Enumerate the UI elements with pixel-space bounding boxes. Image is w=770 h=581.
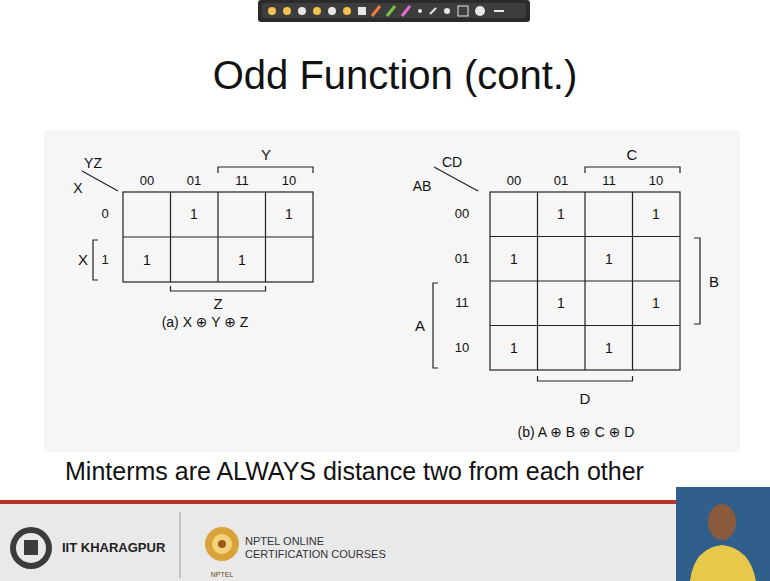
slide-caption: Minterms are ALWAYS distance two from ea… <box>65 457 644 486</box>
toolbar <box>313 7 321 15</box>
row-header: 1 <box>101 253 108 268</box>
column-header: 01 <box>554 174 568 189</box>
figure-panel <box>44 130 740 452</box>
iit-logo <box>24 540 38 555</box>
variable-bracket-label: Y <box>261 146 271 163</box>
logo-text: NPTEL <box>211 571 234 579</box>
variable-bracket-label: A <box>415 317 425 334</box>
toolbar <box>258 0 530 22</box>
slide-title: Odd Function (cont.) <box>213 52 578 98</box>
kmap-three-variable <box>123 236 313 237</box>
toolbar <box>458 6 468 16</box>
map-caption: (a) X ⊕ Y ⊕ Z <box>162 314 249 330</box>
variable-bracket-label: Z <box>213 295 222 312</box>
column-header: 10 <box>649 174 663 189</box>
column-header: 01 <box>187 174 201 189</box>
minterm-cell: 1 <box>285 206 293 222</box>
toolbar <box>343 7 351 15</box>
nptel-logo <box>212 534 232 554</box>
variable-bracket-label: B <box>709 273 719 290</box>
kmap-four-variable <box>433 283 438 368</box>
nptel-logo <box>218 540 226 548</box>
toolbar <box>387 6 395 16</box>
minterm-cell: 1 <box>143 252 151 268</box>
minterm-cell: 1 <box>510 340 518 356</box>
minterm-cell: 1 <box>605 251 613 267</box>
nptel-logo <box>205 527 239 561</box>
variable-bracket-label: X <box>78 251 88 268</box>
footer-band <box>0 500 770 504</box>
nptel-logo <box>205 527 239 561</box>
minterm-cell: 1 <box>190 206 198 222</box>
kmap-four-variable <box>490 236 680 237</box>
kmap-four-variable <box>694 238 700 324</box>
variable-bracket-label: C <box>627 146 638 163</box>
minterm-cell: 1 <box>238 252 246 268</box>
kmap-three-variable <box>171 286 266 291</box>
row-header: 01 <box>455 252 469 267</box>
presenter-video <box>690 545 756 581</box>
corner-label: YZ <box>84 155 102 171</box>
kmap-four-variable <box>585 167 680 173</box>
minterm-cell: 1 <box>652 295 660 311</box>
footer-band <box>180 512 181 578</box>
toolbar <box>444 8 450 14</box>
kmap-three-variable <box>93 240 98 280</box>
kmap-four-variable <box>433 167 700 381</box>
toolbar <box>298 7 306 15</box>
variable-bracket-label: D <box>580 390 591 407</box>
column-header: 00 <box>507 174 521 189</box>
presenter-video <box>708 504 736 540</box>
row-header: 10 <box>455 341 469 356</box>
toolbar <box>258 0 530 22</box>
kmap-three-variable <box>123 192 313 282</box>
column-header: 11 <box>602 174 616 189</box>
column-header: 10 <box>282 174 296 189</box>
toolbar <box>418 9 422 13</box>
corner-label: X <box>73 180 82 196</box>
toolbar <box>283 7 291 15</box>
toolbar <box>328 7 336 15</box>
toolbar <box>475 6 485 16</box>
iit-logo <box>10 527 52 569</box>
footer-band <box>0 500 770 581</box>
column-header: 00 <box>140 174 154 189</box>
course-name: NPTEL ONLINE CERTIFICATION COURSES <box>245 535 410 560</box>
corner-label: AB <box>413 178 432 194</box>
column-header: 11 <box>235 174 249 189</box>
toolbar <box>430 8 436 14</box>
minterm-cell: 1 <box>605 340 613 356</box>
footer-band <box>0 504 770 581</box>
row-header: 0 <box>101 207 108 222</box>
kmap-four-variable <box>490 192 680 370</box>
minterm-cell: 1 <box>557 206 565 222</box>
kmap-four-variable <box>538 376 633 381</box>
kmap-three-variable <box>82 167 313 291</box>
kmap-four-variable <box>490 325 680 326</box>
kmap-four-variable <box>490 280 680 281</box>
kmap-three-variable <box>218 167 313 173</box>
map-caption: (b) A ⊕ B ⊕ C ⊕ D <box>518 424 635 440</box>
toolbar <box>372 6 380 16</box>
minterm-cell: 1 <box>652 206 660 222</box>
kmap-four-variable <box>434 167 478 191</box>
toolbar <box>402 6 410 16</box>
toolbar <box>494 10 504 12</box>
minterm-cell: 1 <box>557 295 565 311</box>
toolbar <box>358 7 366 15</box>
presenter-video <box>676 487 770 581</box>
iit-logo <box>10 527 52 569</box>
row-header: 11 <box>455 296 469 311</box>
toolbar <box>262 3 526 18</box>
toolbar <box>268 7 276 15</box>
corner-label: CD <box>442 154 462 170</box>
kmap-three-variable <box>82 171 118 191</box>
minterm-cell: 1 <box>510 251 518 267</box>
iit-logo <box>16 533 46 563</box>
presenter-video <box>676 487 770 581</box>
institute-name: IIT KHARAGPUR <box>62 541 165 556</box>
row-header: 00 <box>455 207 469 222</box>
